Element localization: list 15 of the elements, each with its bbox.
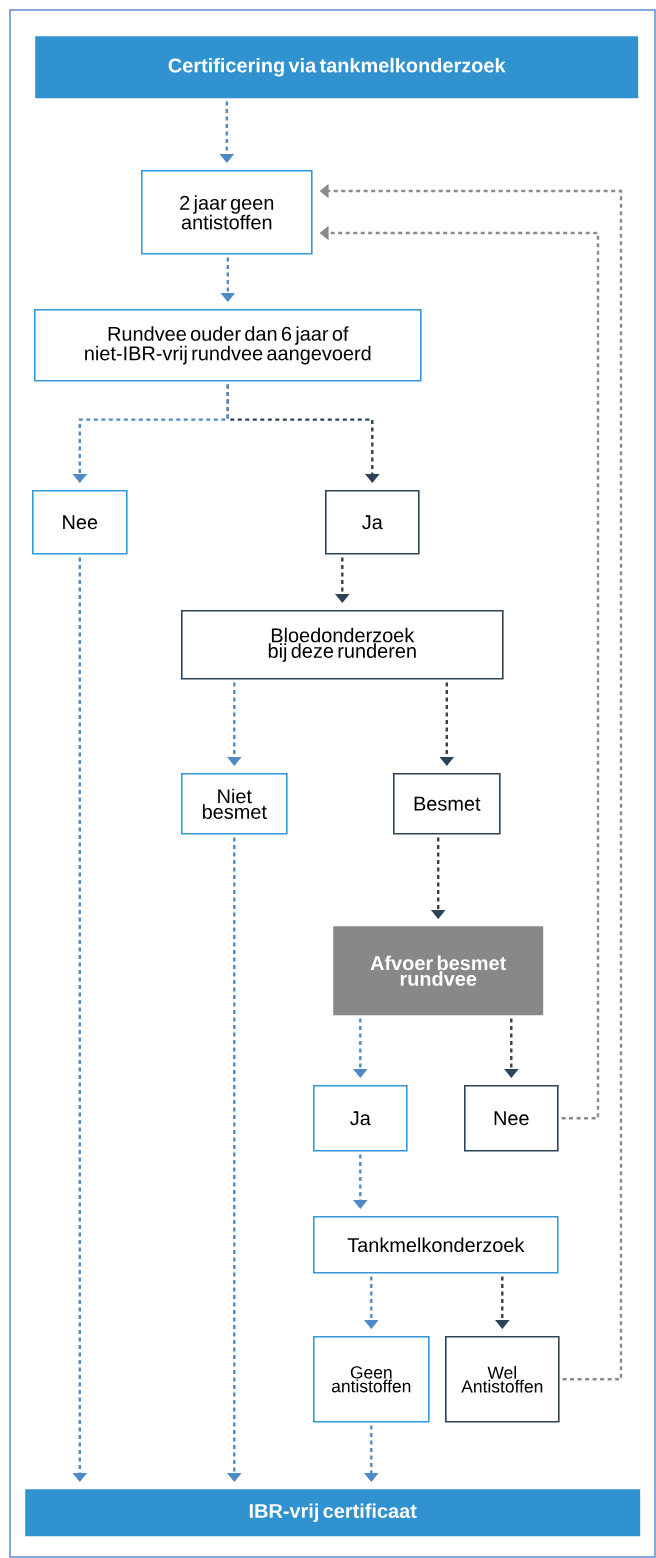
process-box: Afvoer besmet rundvee xyxy=(333,926,544,1016)
title-banner: Certificering via tankmelkonderzoek xyxy=(35,36,639,99)
process-box: 2 jaar geen antistoffen xyxy=(141,170,313,255)
process-box: Geen antistoffen xyxy=(313,1336,430,1423)
process-box: Nee xyxy=(464,1085,559,1152)
process-box: Wel Antistoffen xyxy=(445,1336,560,1423)
process-box: Ja xyxy=(325,490,420,555)
process-box: Besmet xyxy=(393,773,501,835)
process-box: Ja xyxy=(313,1085,408,1152)
process-box: Rundvee ouder dan 6 jaar of niet-IBR-vrij rundvee aangevoerd xyxy=(34,309,422,382)
process-box: Nee xyxy=(32,490,128,555)
process-box: Niet besmet xyxy=(181,773,288,835)
process-box: Bloedonderzoek bij deze runderen xyxy=(181,610,504,680)
title-banner: IBR-vrij certificaat xyxy=(25,1489,641,1537)
process-box: Tankmelkonderzoek xyxy=(313,1216,559,1274)
